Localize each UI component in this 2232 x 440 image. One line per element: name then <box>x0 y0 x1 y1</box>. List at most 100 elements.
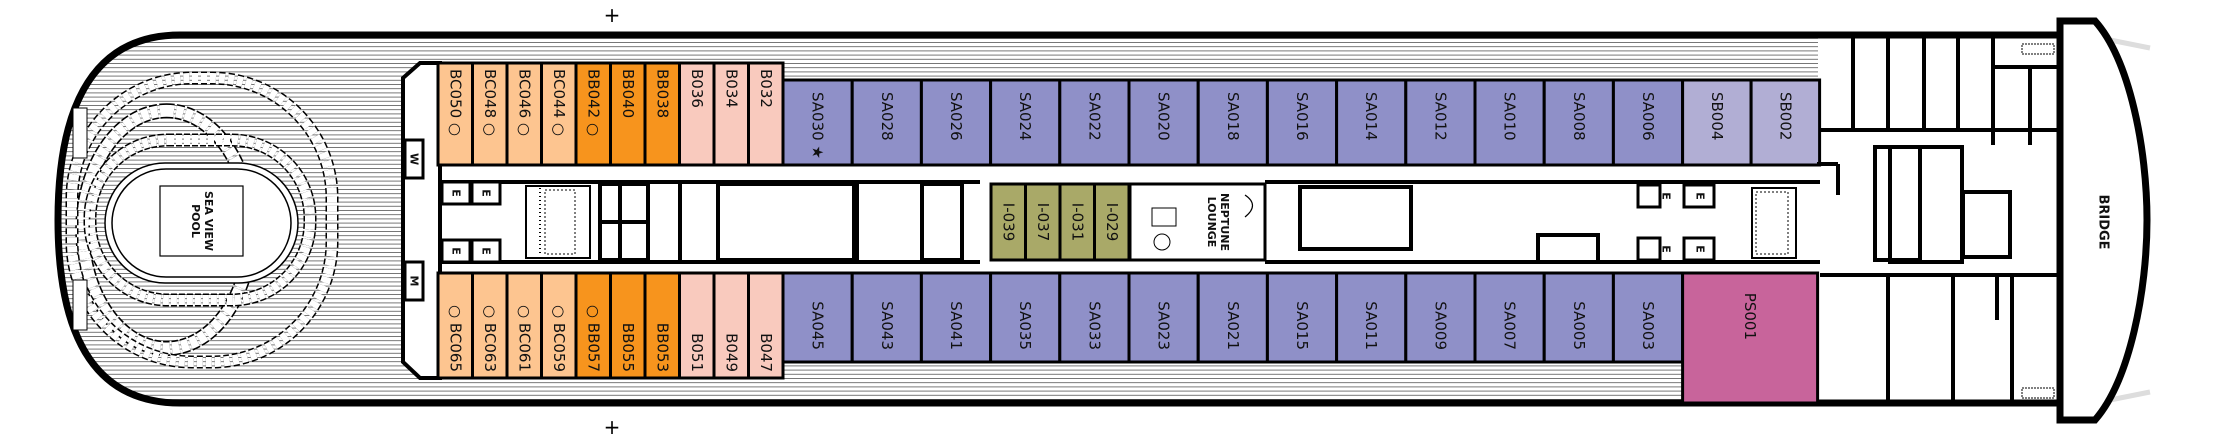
restroom-men[interactable] <box>403 260 425 302</box>
cabin-BB042[interactable]: BB042 ○ <box>574 61 612 167</box>
cabin-label: SA045 <box>809 301 827 350</box>
cabin-PS001[interactable]: PS001 <box>1681 271 1820 405</box>
cabin-SA011[interactable]: SA011 <box>1335 271 1408 364</box>
elevator[interactable] <box>440 180 472 206</box>
cabin-fill <box>505 271 543 380</box>
cabin-label: SA018 <box>1224 92 1242 141</box>
cabin-label: B036 <box>688 69 706 108</box>
cabin-SA005[interactable]: SA005 <box>1542 271 1615 364</box>
cabin-label: SA022 <box>1085 92 1103 141</box>
cabin-fill <box>1611 78 1685 167</box>
cabin-SA015[interactable]: SA015 <box>1265 271 1339 364</box>
cabin-BC044[interactable]: BC044 ○ <box>540 61 578 167</box>
elevator[interactable] <box>440 238 472 264</box>
cabin-SA012[interactable]: SA012 <box>1404 78 1477 167</box>
cabin-SA023[interactable]: SA023 <box>1127 271 1200 364</box>
cabin-BC046[interactable]: BC046 ○ <box>505 61 543 167</box>
cabin-label: SA030 ★ <box>809 92 827 159</box>
cabin-SA026[interactable]: SA026 <box>919 78 993 167</box>
cabin-BC059[interactable]: ○ BC059 <box>540 271 578 380</box>
cabin-label: BB042 ○ <box>584 69 602 136</box>
cabin-B051[interactable]: B051 <box>678 271 716 380</box>
cabin-SA045[interactable]: SA045 <box>781 271 854 364</box>
cabin-BC063[interactable]: ○ BC063 <box>471 271 509 380</box>
cabin-fill <box>1473 78 1546 167</box>
restroom-women[interactable] <box>403 138 425 180</box>
cabin-I-039[interactable]: I-039 <box>989 182 1027 262</box>
cabin-B034[interactable]: B034 <box>712 61 750 167</box>
cabin-B049[interactable]: B049 <box>712 271 750 380</box>
cabin-SB002[interactable]: SB002 <box>1749 78 1822 167</box>
cabin-label: SA011 <box>1362 301 1380 350</box>
plus-marker: + <box>604 3 621 27</box>
cabin-BB055[interactable]: BB055 <box>609 271 647 380</box>
cabin-SA021[interactable]: SA021 <box>1196 271 1269 364</box>
cabin-fill <box>989 182 1027 262</box>
cabin-BB057[interactable]: ○ BB057 <box>574 271 612 380</box>
elevator-label: E <box>450 189 463 197</box>
stairs-bow[interactable] <box>2021 43 2055 399</box>
cabin-SA010[interactable]: SA010 <box>1473 78 1546 167</box>
cabin-SA022[interactable]: SA022 <box>1058 78 1131 167</box>
cabin-BB053[interactable]: BB053 <box>643 271 681 380</box>
cabin-label: SA016 <box>1293 92 1311 141</box>
cabin-label: SA033 <box>1085 301 1103 350</box>
cabin-SA018[interactable]: SA018 <box>1196 78 1269 167</box>
neptune-lounge[interactable]: NEPTUNE LOUNGE <box>1128 182 1267 262</box>
cabin-SA024[interactable]: SA024 <box>989 78 1062 167</box>
cabin-BC065[interactable]: ○ BC065 <box>436 271 474 380</box>
cabin-fill <box>989 271 1062 364</box>
restroom-men-label: M <box>408 276 421 287</box>
cabin-fill <box>678 271 716 380</box>
elevator[interactable] <box>470 180 502 206</box>
cabin-SA041[interactable]: SA041 <box>919 271 993 364</box>
cabin-fill <box>1681 271 1820 405</box>
cabin-B036[interactable]: B036 <box>678 61 716 167</box>
stairs-forward[interactable] <box>1751 187 1797 259</box>
stairs-aft[interactable] <box>525 185 591 259</box>
cabin-SA006[interactable]: SA006 <box>1611 78 1685 167</box>
cabin-label: SA020 <box>1155 92 1173 141</box>
cabin-fill <box>471 271 509 380</box>
cabin-BC048[interactable]: BC048 ○ <box>471 61 509 167</box>
cabin-SA028[interactable]: SA028 <box>850 78 923 167</box>
cabin-I-037[interactable]: I-037 <box>1024 182 1062 262</box>
cabin-SA003[interactable]: SA003 <box>1611 271 1685 364</box>
cabin-fill <box>540 271 578 380</box>
pool-label-box <box>159 185 244 257</box>
cabin-BB040[interactable]: BB040 <box>609 61 647 167</box>
cabin-B032[interactable]: B032 <box>747 61 785 167</box>
cabin-B047[interactable]: B047 <box>747 271 785 380</box>
cabin-SA020[interactable]: SA020 <box>1127 78 1200 167</box>
elevator[interactable] <box>470 238 502 264</box>
elevator-bank-forward: E E E E <box>1636 183 1716 262</box>
cabin-SA007[interactable]: SA007 <box>1473 271 1546 364</box>
cabin-SA035[interactable]: SA035 <box>989 271 1062 364</box>
elevator[interactable] <box>1636 183 1662 209</box>
elevator[interactable] <box>1682 183 1716 209</box>
cabin-SA014[interactable]: SA014 <box>1335 78 1408 167</box>
cabin-SA043[interactable]: SA043 <box>850 271 923 364</box>
cabin-SA008[interactable]: SA008 <box>1542 78 1615 167</box>
cabin-fill <box>1542 271 1615 364</box>
elevator[interactable] <box>1636 236 1662 262</box>
cabin-fill <box>712 271 750 380</box>
cabin-fill <box>1335 271 1408 364</box>
cabin-SB004[interactable]: SB004 <box>1681 78 1753 167</box>
cabin-SA033[interactable]: SA033 <box>1058 271 1131 364</box>
cabin-fill <box>609 61 647 167</box>
elevator[interactable] <box>1682 236 1716 262</box>
cabin-fill <box>850 78 923 167</box>
bow-interior <box>1818 38 2063 400</box>
cabin-label: BC046 ○ <box>515 69 533 136</box>
cabin-BB038[interactable]: BB038 <box>643 61 681 167</box>
cabin-I-029[interactable]: I-029 <box>1093 182 1131 262</box>
cabin-BC061[interactable]: ○ BC061 <box>505 271 543 380</box>
cabin-SA030[interactable]: SA030 ★ <box>781 78 854 167</box>
cabin-SA016[interactable]: SA016 <box>1265 78 1339 167</box>
cabin-I-031[interactable]: I-031 <box>1058 182 1096 262</box>
cabin-BC050[interactable]: BC050 ○ <box>436 61 474 167</box>
cabin-SA009[interactable]: SA009 <box>1404 271 1477 364</box>
cabin-label: BB040 <box>619 69 637 118</box>
cabin-fill <box>1093 182 1131 262</box>
